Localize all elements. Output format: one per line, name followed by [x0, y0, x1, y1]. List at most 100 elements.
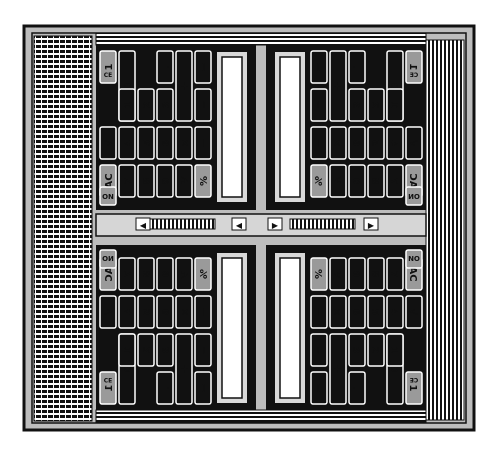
- calculator-key[interactable]: 4: [118, 295, 136, 329]
- calculator-key[interactable]: 3: [348, 88, 366, 122]
- calculator-key[interactable]: 1: [118, 333, 136, 367]
- calculator-key[interactable]: ÷: [310, 295, 328, 329]
- calculator-key[interactable]: =: [310, 50, 328, 84]
- calculator-key[interactable]: 8: [137, 257, 155, 291]
- key-label: 2: [142, 347, 153, 354]
- key-label: 3: [350, 347, 361, 354]
- key-label: 1: [104, 63, 115, 70]
- calculator-key[interactable]: %: [194, 257, 212, 291]
- on-key[interactable]: ON: [99, 249, 117, 269]
- calculator-key[interactable]: .: [156, 50, 174, 84]
- calculator-key[interactable]: ⅟: [175, 164, 193, 198]
- key-label: 1: [407, 385, 418, 392]
- calculator-key[interactable]: =: [194, 371, 212, 405]
- calculator-key[interactable]: %: [310, 257, 328, 291]
- key-label: 9: [350, 177, 361, 184]
- calculator-key[interactable]: +: [329, 333, 347, 405]
- calculator-key[interactable]: 7: [118, 257, 136, 291]
- calculator-key[interactable]: +: [175, 333, 193, 405]
- calculator-key[interactable]: 5: [137, 295, 155, 329]
- key-label: 4: [123, 309, 134, 316]
- calculator-key[interactable]: .: [348, 371, 366, 405]
- key-label: 3: [161, 347, 172, 354]
- calculator-key[interactable]: ÷: [310, 126, 328, 160]
- calculator-key[interactable]: 1CE: [99, 371, 117, 405]
- calculator-key[interactable]: 1CE: [405, 371, 423, 405]
- calculator-key[interactable]: ×: [329, 126, 347, 160]
- calculator-key[interactable]: 5: [367, 295, 385, 329]
- calculator-key[interactable]: 1: [386, 333, 404, 367]
- key-label: 0: [123, 366, 134, 373]
- calculator-key[interactable]: −: [310, 88, 328, 122]
- key-label: 1: [123, 347, 134, 354]
- on-key[interactable]: ON: [405, 249, 423, 269]
- calculator-key[interactable]: −: [194, 88, 212, 122]
- key-label: ÷: [199, 139, 210, 147]
- calculator-key[interactable]: ×: [329, 295, 347, 329]
- calculator-key[interactable]: 8: [137, 164, 155, 198]
- calculator-key[interactable]: 9: [156, 257, 174, 291]
- on-key[interactable]: ON: [405, 186, 423, 206]
- calculator-key[interactable]: ×: [175, 295, 193, 329]
- display-window: [273, 251, 307, 405]
- calculator-key[interactable]: 9: [156, 164, 174, 198]
- calculator-key[interactable]: 2: [367, 333, 385, 367]
- calculator-key[interactable]: 3: [348, 333, 366, 367]
- calculator-key[interactable]: 9: [348, 257, 366, 291]
- calculator-key[interactable]: 5: [367, 126, 385, 160]
- calculator-key[interactable]: 3: [156, 333, 174, 367]
- calculator-key[interactable]: 1CE: [99, 50, 117, 84]
- calculator-key[interactable]: √: [99, 126, 117, 160]
- calculator-key[interactable]: +: [329, 50, 347, 122]
- calculator-key[interactable]: ÷: [194, 295, 212, 329]
- calculator-key[interactable]: .: [348, 50, 366, 84]
- key-label: 2: [369, 347, 380, 354]
- calculator-key[interactable]: 1: [118, 88, 136, 122]
- calculator-key[interactable]: ⅟: [329, 164, 347, 198]
- on-key-label: ON: [102, 193, 114, 201]
- calculator-key[interactable]: %: [194, 164, 212, 198]
- calculator-key[interactable]: 6: [156, 295, 174, 329]
- key-label: =: [199, 63, 210, 71]
- calculator-key[interactable]: 4: [386, 295, 404, 329]
- calculator-key[interactable]: ⅟: [175, 257, 193, 291]
- calculator-key[interactable]: 6: [348, 295, 366, 329]
- key-label: AC: [407, 266, 418, 281]
- calculator-key[interactable]: 4: [386, 126, 404, 160]
- calculator-key[interactable]: 9: [348, 164, 366, 198]
- calculator-key[interactable]: 1: [386, 88, 404, 122]
- calculator-key[interactable]: 5: [137, 126, 155, 160]
- calculator-key[interactable]: .: [156, 371, 174, 405]
- calculator-key[interactable]: 3: [156, 88, 174, 122]
- calculator-key[interactable]: √: [99, 295, 117, 329]
- calculator-key[interactable]: 6: [156, 126, 174, 160]
- calculator-key[interactable]: 2: [137, 88, 155, 122]
- calculator-key[interactable]: 1CE: [405, 50, 423, 84]
- calculator-key[interactable]: 7: [386, 257, 404, 291]
- calculator-key[interactable]: =: [310, 371, 328, 405]
- calculator-key[interactable]: +: [175, 50, 193, 122]
- calculator-key[interactable]: √: [405, 126, 423, 160]
- calculator-key[interactable]: =: [194, 50, 212, 84]
- on-key[interactable]: ON: [99, 186, 117, 206]
- key-label: 2: [142, 101, 153, 108]
- key-label: −: [312, 101, 323, 109]
- calculator-key[interactable]: 4: [118, 126, 136, 160]
- calculator-key[interactable]: 8: [367, 164, 385, 198]
- calculator-key[interactable]: 2: [137, 333, 155, 367]
- calculator-key[interactable]: √: [405, 295, 423, 329]
- calculator-key[interactable]: ⅟: [329, 257, 347, 291]
- calculator-key[interactable]: ÷: [194, 126, 212, 160]
- calculator-key[interactable]: %: [310, 164, 328, 198]
- key-label: ×: [331, 308, 342, 316]
- calculator-key[interactable]: 7: [386, 164, 404, 198]
- calculator-key[interactable]: 8: [367, 257, 385, 291]
- key-label: 1: [123, 101, 134, 108]
- calculator-key[interactable]: 2: [367, 88, 385, 122]
- calculator-key[interactable]: 6: [348, 126, 366, 160]
- key-label: 7: [123, 177, 134, 184]
- calculator-key[interactable]: 7: [118, 164, 136, 198]
- calculator-key[interactable]: −: [310, 333, 328, 367]
- calculator-key[interactable]: −: [194, 333, 212, 367]
- calculator-key[interactable]: ×: [175, 126, 193, 160]
